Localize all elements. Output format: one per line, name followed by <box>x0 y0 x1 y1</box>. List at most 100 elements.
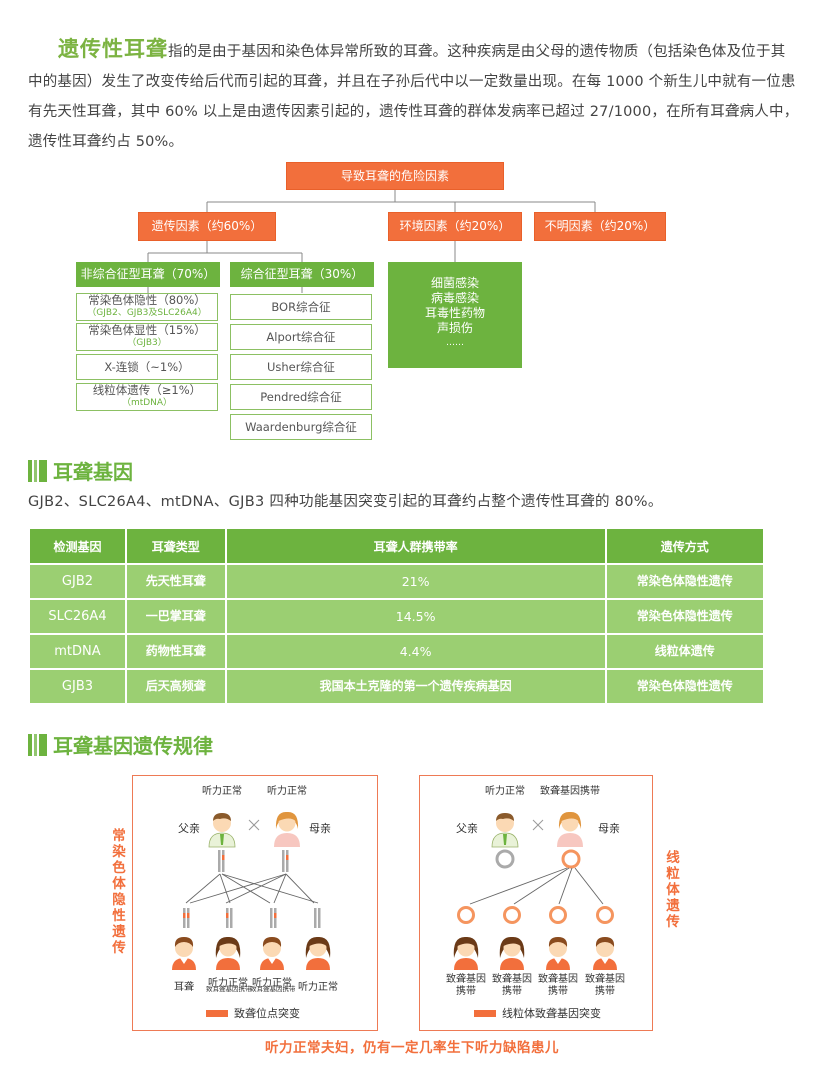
intro-paragraph: 遗传性耳聋指的是由于基因和染色体异常所致的耳聋。这种疾病是由父母的遗传物质（包括… <box>28 34 800 157</box>
genes-table: 检测基因 耳聋类型 耳聋人群携带率 遗传方式 GJB2 先天性耳聋 21% 常染… <box>28 527 765 705</box>
right-mother-status: 致聋基因携带 <box>540 786 600 797</box>
child-status: 听力正常 <box>208 978 248 989</box>
mutant-mitochondria-icon <box>457 906 614 924</box>
inherit-section-title: 耳聋基因遗传规律 <box>28 730 213 759</box>
left-mother-label: 母亲 <box>309 822 331 835</box>
section-bars-icon <box>28 733 47 756</box>
left-father-label: 父亲 <box>178 822 200 835</box>
table-header: 检测基因 <box>30 529 125 563</box>
tree-nonsyndromic: 非综合征型耳聋（70%） <box>76 262 220 287</box>
table-cell: 后天高频聋 <box>126 670 225 703</box>
cross-icon <box>248 819 260 831</box>
table-cell: mtDNA <box>30 635 125 668</box>
syndromic-item: BOR综合征 <box>230 294 372 320</box>
table-header-row: 检测基因 耳聋类型 耳聋人群携带率 遗传方式 <box>30 529 763 563</box>
table-cell: GJB3 <box>30 670 125 703</box>
env-item: 耳毒性药物 <box>424 306 485 320</box>
genes-description: GJB2、SLC26A4、mtDNA、GJB3 四种功能基因突变引起的耳聋约占整… <box>28 494 663 510</box>
mother-icon <box>274 811 300 847</box>
table-row: GJB2 先天性耳聋 21% 常染色体隐性遗传 <box>30 565 763 598</box>
section-title-text: 耳聋基因 <box>53 460 133 484</box>
syndromic-item: Usher综合征 <box>230 354 372 380</box>
left-legend: 致聋位点突变 <box>206 1005 300 1021</box>
child-icon <box>215 936 241 970</box>
tree-root: 导致耳聋的危险因素 <box>286 162 504 190</box>
item-sub: （GJB2、GJB3及SLC26A4） <box>87 308 207 318</box>
child-status: 致聋基因携带 <box>446 974 486 997</box>
legend-swatch <box>474 1009 496 1017</box>
child-sub-status: 致耳聋基因携带 <box>250 985 296 993</box>
left-father-status: 听力正常 <box>202 786 242 797</box>
mutant-mitochondria-icon <box>561 849 581 869</box>
chromosome-icon <box>218 850 289 872</box>
section-title-text: 耳聋基因遗传规律 <box>53 734 213 758</box>
table-cell: 药物性耳聋 <box>126 635 225 668</box>
child-icon <box>172 937 196 970</box>
intro-text: 指的是由于基因和染色体异常所致的耳聋。这种疾病是由父母的遗传物质（包括染色体及位… <box>28 44 799 150</box>
table-cell: 4.4% <box>226 635 605 668</box>
genes-section-title: 耳聋基因 <box>28 456 133 485</box>
env-items-box: 细菌感染 病毒感染 耳毒性药物 声损伤 …… <box>388 262 522 368</box>
tree-connectors <box>147 190 596 293</box>
chromosome-icon <box>183 908 321 928</box>
table-cell: 14.5% <box>226 600 605 633</box>
child-icon <box>453 936 479 970</box>
legend-text: 线粒体致聋基因突变 <box>502 1007 601 1020</box>
legend-swatch <box>206 1009 228 1017</box>
table-cell: 一巴掌耳聋 <box>126 600 225 633</box>
item-label: 常染色体显性（15%） <box>88 323 206 337</box>
child-icon <box>546 937 570 970</box>
table-header: 耳聋类型 <box>126 529 225 563</box>
mitochondrial-panel <box>419 775 653 1031</box>
child-icon <box>593 937 617 970</box>
syndromic-item: Pendred综合征 <box>230 384 372 410</box>
tree-unknown: 不明因素（约20%） <box>534 212 666 241</box>
env-item: …… <box>446 338 464 348</box>
syndromic-item: Waardenburg综合征 <box>230 414 372 440</box>
cross-icon <box>532 819 544 831</box>
child-icon <box>260 937 284 970</box>
table-row: GJB3 后天高频聋 我国本土克隆的第一个遗传疾病基因 常染色体隐性遗传 <box>30 670 763 703</box>
nonsyndromic-item: X-连锁（~1%） <box>76 354 218 380</box>
child-status: 耳聋 <box>174 982 194 993</box>
item-label: 线粒体遗传（≥1%） <box>92 383 202 397</box>
table-cell: 线粒体遗传 <box>606 635 763 668</box>
item-sub: （mtDNA） <box>121 398 173 408</box>
father-icon <box>491 812 519 848</box>
table-cell: 我国本土克隆的第一个遗传疾病基因 <box>226 670 605 703</box>
right-mother-label: 母亲 <box>598 822 620 835</box>
child-icon <box>305 936 331 970</box>
father-icon <box>208 812 236 848</box>
nonsyndromic-item: 线粒体遗传（≥1%） （mtDNA） <box>76 383 218 411</box>
left-vertical-label: 常染色体隐性遗传 <box>112 828 126 956</box>
nonsyndromic-item: 常染色体隐性（80%） （GJB2、GJB3及SLC26A4） <box>76 293 218 321</box>
child-sub-status: 致耳聋基因携带 <box>206 985 252 993</box>
right-father-status: 听力正常 <box>485 786 525 797</box>
tree-syndromic: 综合征型耳聋（30%） <box>230 262 374 287</box>
env-item: 细菌感染 <box>430 276 479 290</box>
env-item: 病毒感染 <box>430 291 479 305</box>
legend-text: 致聋位点突变 <box>234 1007 300 1020</box>
table-cell: 常染色体隐性遗传 <box>606 565 763 598</box>
child-status: 致聋基因携带 <box>492 974 532 997</box>
table-cell: 先天性耳聋 <box>126 565 225 598</box>
child-icon <box>499 936 525 970</box>
table-row: mtDNA 药物性耳聋 4.4% 线粒体遗传 <box>30 635 763 668</box>
right-legend: 线粒体致聋基因突变 <box>474 1005 601 1021</box>
env-item: 声损伤 <box>436 321 473 335</box>
right-father-label: 父亲 <box>456 822 478 835</box>
right-vertical-label: 线粒体遗传 <box>666 850 680 930</box>
autosomal-recessive-panel <box>132 775 378 1031</box>
tree-environment: 环境因素（约20%） <box>388 212 522 241</box>
syndromic-item: Alport综合征 <box>230 324 372 350</box>
intro-lead: 遗传性耳聋 <box>58 37 168 61</box>
child-status: 致聋基因携带 <box>585 974 625 997</box>
normal-mitochondria-icon <box>495 849 515 869</box>
section-bars-icon <box>28 459 47 482</box>
child-status: 致聋基因携带 <box>538 974 578 997</box>
item-label: 常染色体隐性（80%） <box>88 293 206 307</box>
child-status: 听力正常 <box>298 982 338 993</box>
table-cell: SLC26A4 <box>30 600 125 633</box>
arrow-lines <box>469 867 604 905</box>
